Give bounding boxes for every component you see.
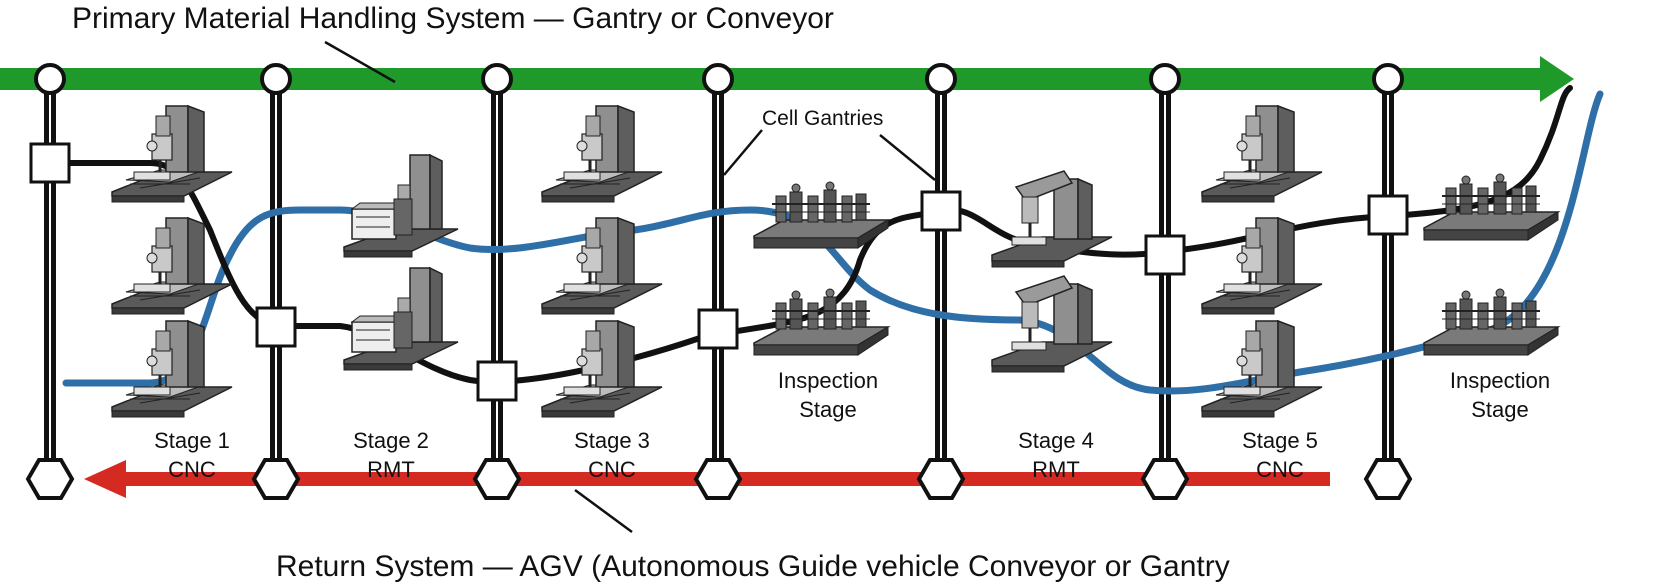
stage-line2: CNC [588,457,636,482]
return-conveyor-nodes [25,458,1413,500]
cell-gantries-label: Cell Gantries [762,107,884,130]
rmt-machine-icon [990,169,1114,374]
stage-3-label: Stage 3 CNC [537,426,687,484]
stage-5-label: Stage 5 CNC [1205,426,1355,484]
primary-system-label: Primary Material Handling System — Gantr… [72,2,834,35]
stage-line2: Stage [799,397,857,422]
gantry-carriages [29,142,1409,402]
inspection-stage-2-label: Inspection Stage [1425,366,1575,424]
stage-line1: Stage 2 [353,428,429,453]
blue-material-route [62,90,1604,395]
cnc-mill-icon [110,104,234,419]
stage-line2: CNC [168,457,216,482]
rmt-machine-icon [343,154,459,371]
stage-line1: Stage 3 [574,428,650,453]
stage-line1: Inspection [1449,368,1551,393]
stage-line2: CNC [1256,457,1304,482]
cnc-mill-icon [540,104,664,419]
primary-conveyor-nodes [34,63,1404,95]
stage-line2: Stage [1471,397,1529,422]
stage-4-label: Stage 4 RMT [981,426,1131,484]
cell-gantry-posts [44,80,1394,470]
leader-lines [324,40,936,534]
stage-line1: Inspection [777,368,879,393]
stage-2-label: Stage 2 RMT [316,426,466,484]
inspection-stage-1-label: Inspection Stage [753,366,903,424]
return-system-label: Return System — AGV (Autonomous Guide ve… [276,550,1230,583]
stage-line2: RMT [367,457,415,482]
stage-line1: Stage 5 [1242,428,1318,453]
inspection-station-icon [753,181,889,356]
stage-line2: RMT [1032,457,1080,482]
stage-line1: Stage 4 [1018,428,1094,453]
stage-1-label: Stage 1 CNC [117,426,267,484]
stage-line1: Stage 1 [154,428,230,453]
primary-conveyor-arrow [0,56,1574,102]
